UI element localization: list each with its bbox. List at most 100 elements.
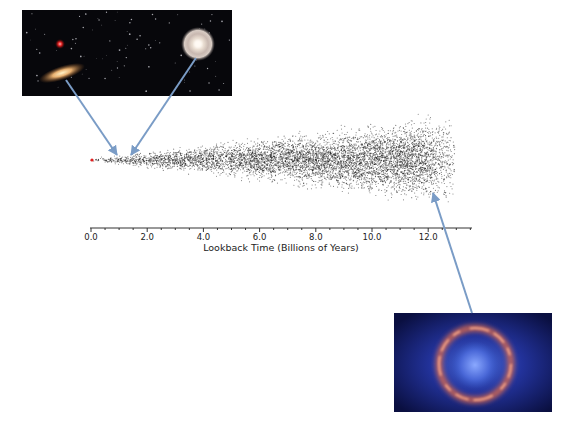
- galaxy-dot: [427, 128, 428, 129]
- galaxy-dot: [308, 146, 309, 147]
- galaxy-dot: [429, 141, 430, 142]
- galaxy-dot: [236, 154, 237, 155]
- galaxy-dot: [274, 147, 275, 148]
- galaxy-dot: [309, 144, 310, 145]
- galaxy-dot: [215, 151, 216, 152]
- galaxy-dot: [432, 163, 433, 164]
- galaxy-dot: [332, 144, 333, 145]
- galaxy-dot: [378, 170, 379, 171]
- galaxy-dot: [390, 145, 391, 146]
- galaxy-dot: [332, 152, 333, 153]
- galaxy-dot: [166, 159, 167, 160]
- galaxy-dot: [449, 120, 450, 121]
- galaxy-dot: [303, 172, 304, 173]
- galaxy-dot: [276, 143, 277, 144]
- galaxy-dot: [192, 166, 193, 167]
- galaxy-dot: [349, 151, 350, 152]
- galaxy-dot: [330, 138, 331, 139]
- galaxy-dot: [349, 146, 350, 147]
- galaxy-dot: [428, 129, 429, 130]
- galaxy-dot: [253, 172, 254, 173]
- galaxy-dot: [421, 158, 422, 159]
- galaxy-dot: [454, 146, 455, 147]
- galaxy-dot: [409, 159, 410, 160]
- galaxy-dot: [326, 144, 327, 145]
- galaxy-dot: [405, 158, 406, 159]
- galaxy-dot: [441, 130, 442, 131]
- galaxy-dot: [333, 164, 334, 165]
- galaxy-dot: [374, 173, 375, 174]
- galaxy-dot: [280, 169, 281, 170]
- galaxy-dot: [311, 173, 312, 174]
- galaxy-dot: [226, 174, 227, 175]
- galaxy-dot: [283, 149, 284, 150]
- galaxy-dot: [369, 139, 370, 140]
- galaxy-dot: [429, 150, 430, 151]
- galaxy-dot: [197, 169, 198, 170]
- galaxy-dot: [333, 148, 334, 149]
- galaxy-dot: [372, 184, 373, 185]
- galaxy-dot: [379, 160, 380, 161]
- galaxy-dot: [235, 145, 236, 146]
- galaxy-dot: [342, 184, 343, 185]
- galaxy-dot: [175, 159, 176, 160]
- galaxy-dot: [450, 186, 451, 187]
- galaxy-dot: [421, 134, 422, 135]
- galaxy-dot: [369, 189, 370, 190]
- galaxy-dot: [269, 166, 270, 167]
- galaxy-dot: [181, 155, 182, 156]
- galaxy-dot: [369, 137, 370, 138]
- galaxy-dot: [407, 154, 408, 155]
- galaxy-dot: [417, 180, 418, 181]
- galaxy-dot: [225, 168, 226, 169]
- galaxy-dot: [172, 154, 173, 155]
- galaxy-dot: [133, 165, 134, 166]
- galaxy-dot: [339, 173, 340, 174]
- galaxy-dot: [307, 139, 308, 140]
- galaxy-dot: [150, 162, 151, 163]
- galaxy-dot: [265, 160, 266, 161]
- galaxy-dot: [444, 166, 445, 167]
- galaxy-dot: [245, 149, 246, 150]
- galaxy-dot: [414, 176, 415, 177]
- galaxy-dot: [342, 138, 343, 139]
- galaxy-dot: [323, 137, 324, 138]
- galaxy-dot: [111, 161, 112, 162]
- galaxy-dot: [450, 177, 451, 178]
- galaxy-dot: [191, 160, 192, 161]
- galaxy-dot: [269, 177, 270, 178]
- galaxy-dot: [353, 160, 354, 161]
- galaxy-dot: [196, 154, 197, 155]
- galaxy-dot: [161, 154, 162, 155]
- galaxy-dot: [445, 192, 446, 193]
- galaxy-dot: [440, 146, 441, 147]
- galaxy-dot: [360, 167, 361, 168]
- galaxy-dot: [349, 169, 350, 170]
- galaxy-dot: [214, 149, 215, 150]
- galaxy-dot: [449, 125, 450, 126]
- galaxy-dot: [428, 168, 429, 169]
- galaxy-dot: [409, 186, 410, 187]
- galaxy-dot: [355, 168, 356, 169]
- galaxy-dot: [381, 169, 382, 170]
- galaxy-dot: [211, 154, 212, 155]
- galaxy-dot: [398, 182, 399, 183]
- galaxy-dot: [412, 184, 413, 185]
- galaxy-dot: [201, 157, 202, 158]
- galaxy-dot: [406, 194, 407, 195]
- galaxy-dot: [217, 149, 218, 150]
- galaxy-dot: [441, 182, 442, 183]
- galaxy-dot: [401, 134, 402, 135]
- galaxy-dot: [402, 174, 403, 175]
- galaxy-dot: [327, 165, 328, 166]
- galaxy-dot: [236, 142, 237, 143]
- galaxy-dot: [349, 154, 350, 155]
- galaxy-dot: [367, 138, 368, 139]
- galaxy-dot: [373, 135, 374, 136]
- galaxy-dot: [350, 183, 351, 184]
- galaxy-dot: [302, 147, 303, 148]
- galaxy-dot: [396, 135, 397, 136]
- galaxy-dot: [341, 187, 342, 188]
- galaxy-dot: [436, 168, 437, 169]
- galaxy-dot: [449, 177, 450, 178]
